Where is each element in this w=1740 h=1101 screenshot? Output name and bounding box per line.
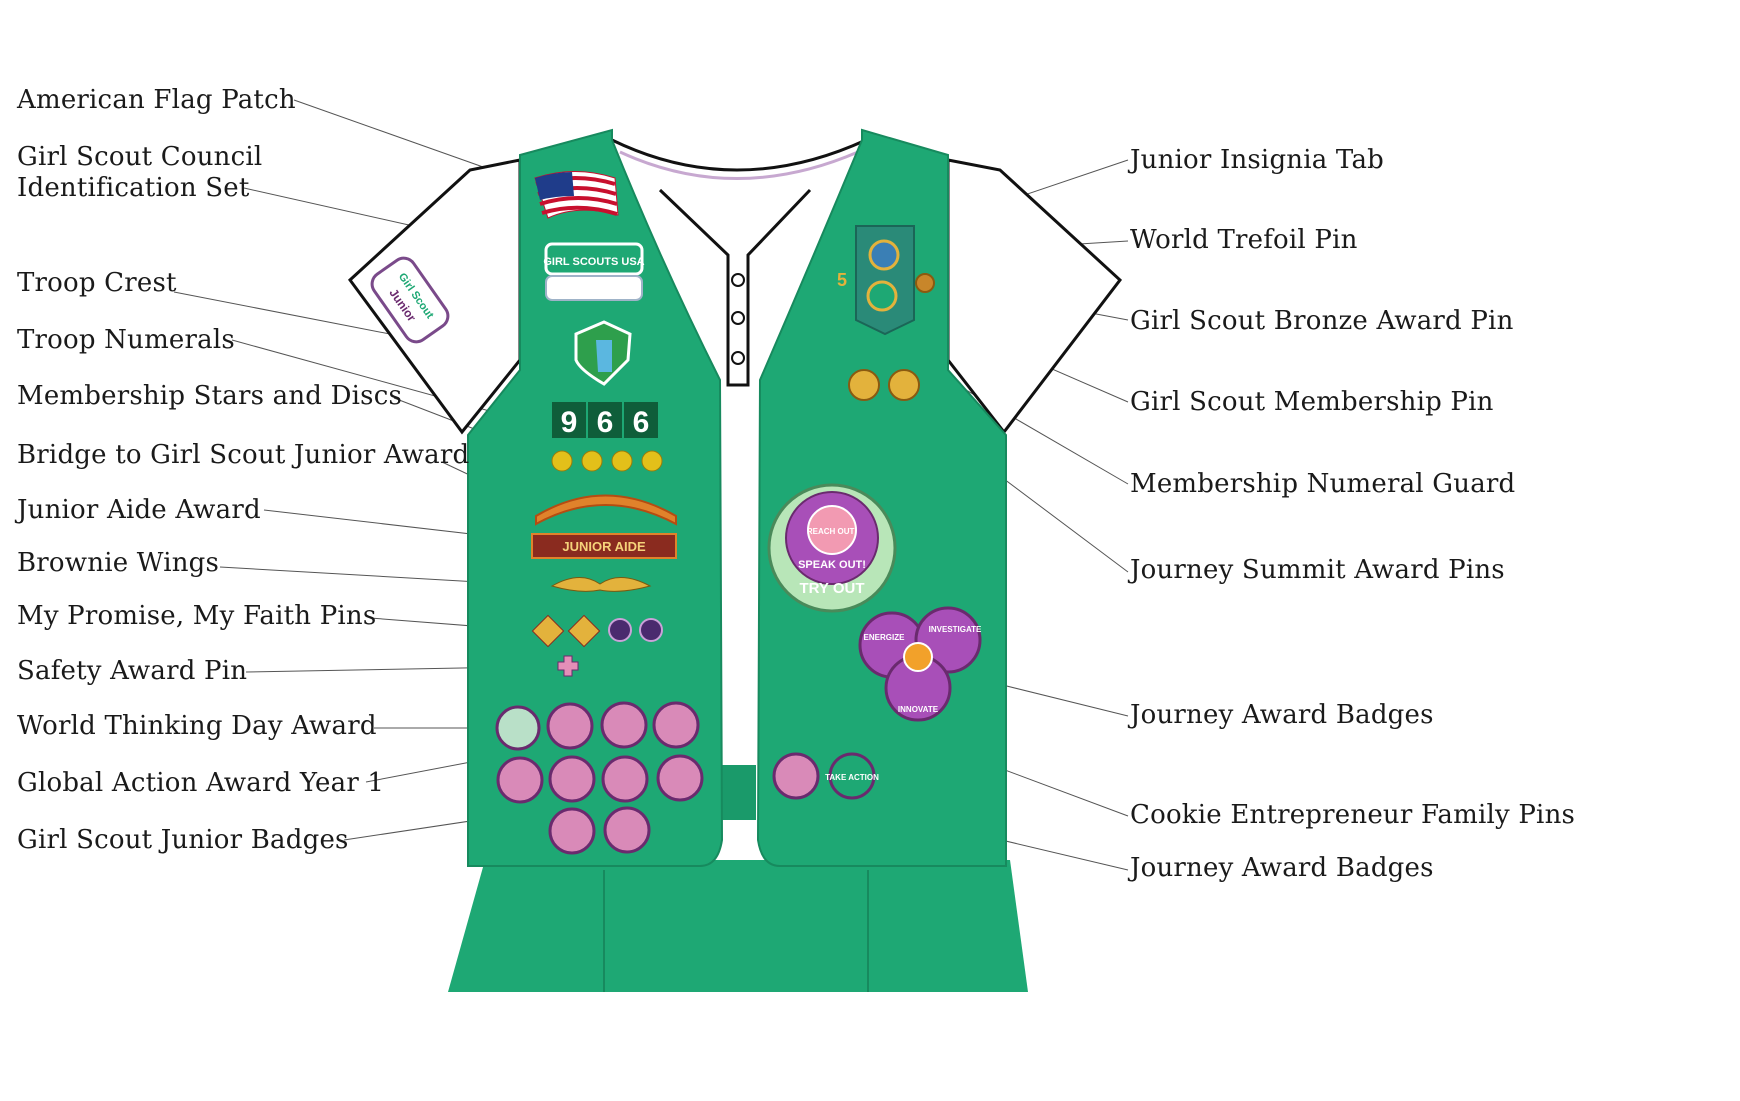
- label-my-promise-my-faith: My Promise, My Faith Pins: [17, 601, 376, 631]
- label-cookie-entrepreneur-pins: Cookie Entrepreneur Family Pins: [1130, 800, 1575, 830]
- troop-numeral-1: 9: [561, 406, 578, 439]
- journey-word-3: INNOVATE: [898, 705, 939, 714]
- bronze-award-pin: [916, 274, 934, 292]
- junior-badge: [605, 808, 649, 852]
- label-world-trefoil-pin: World Trefoil Pin: [1130, 225, 1358, 255]
- junior-aide-award: JUNIOR AIDE: [532, 534, 676, 558]
- label-junior-insignia-tab: Junior Insignia Tab: [1130, 145, 1384, 175]
- label-troop-crest: Troop Crest: [17, 268, 177, 298]
- label-membership-stars: Membership Stars and Discs: [17, 381, 402, 411]
- label-brownie-wings: Brownie Wings: [17, 548, 219, 578]
- label-bridge-award: Bridge to Girl Scout Junior Award: [17, 440, 469, 470]
- junior-badge: [602, 703, 646, 747]
- label-journey-award-badges-2: Journey Award Badges: [1130, 853, 1434, 883]
- troop-numeral-2: 6: [597, 406, 614, 439]
- shorts-waistband: [720, 765, 756, 820]
- label-bronze-award-pin: Girl Scout Bronze Award Pin: [1130, 306, 1514, 336]
- junior-badge: [550, 809, 594, 853]
- shorts: [448, 860, 1028, 992]
- shirt-button-1: [732, 274, 744, 286]
- junior-badge: [498, 758, 542, 802]
- troop-numeral-3: 6: [633, 406, 650, 439]
- junior-badge: [654, 703, 698, 747]
- label-junior-aide-award: Junior Aide Award: [17, 495, 261, 525]
- label-council-id-line2: Identification Set: [17, 173, 249, 203]
- label-numeral-guard: Membership Numeral Guard: [1130, 469, 1515, 499]
- right-sleeve: [948, 160, 1120, 432]
- council-id-set: GIRL SCOUTS USA: [543, 244, 644, 300]
- label-membership-pin: Girl Scout Membership Pin: [1130, 387, 1494, 417]
- journey-summit-pin-1: [849, 370, 879, 400]
- summit-outer-text: TRY OUT: [799, 580, 864, 597]
- label-troop-numerals: Troop Numerals: [17, 325, 235, 355]
- label-world-thinking-day: World Thinking Day Award: [17, 711, 377, 741]
- junior-badge: [550, 757, 594, 801]
- label-junior-badges: Girl Scout Junior Badges: [17, 825, 349, 855]
- troop-numerals: 9 6 6: [552, 402, 658, 439]
- take-action-text: TAKE ACTION: [825, 773, 879, 782]
- summit-mid-text: SPEAK OUT!: [798, 559, 866, 571]
- label-global-action-award: Global Action Award Year 1: [17, 768, 384, 798]
- junior-badge: [603, 757, 647, 801]
- id-set-text: GIRL SCOUTS USA: [543, 256, 644, 268]
- global-action-badge: [548, 704, 592, 748]
- label-journey-summit-pins: Journey Summit Award Pins: [1130, 555, 1505, 585]
- summit-award-badge: TRY OUT SPEAK OUT! REACH OUT!: [769, 485, 895, 611]
- label-american-flag-patch: American Flag Patch: [17, 85, 296, 115]
- membership-numeral-guard: 5: [837, 270, 847, 290]
- vest-diagram: Girl Scout Junior GIRL SCOUTS USA: [0, 0, 1568, 992]
- label-safety-award-pin: Safety Award Pin: [17, 656, 247, 686]
- junior-aide-text: JUNIOR AIDE: [562, 539, 646, 554]
- shirt-button-3: [732, 352, 744, 364]
- shirt-button-2: [732, 312, 744, 324]
- journey-word-2: INVESTIGATE: [929, 625, 982, 634]
- journey-summit-pin-2: [889, 370, 919, 400]
- junior-badge: [658, 756, 702, 800]
- world-trefoil-pin: [870, 241, 898, 269]
- membership-pin: [868, 282, 896, 310]
- journey-badge-small: [774, 754, 818, 798]
- summit-inner-text: REACH OUT!: [807, 527, 857, 536]
- label-journey-award-badges-1: Journey Award Badges: [1130, 700, 1434, 730]
- label-council-id-line1: Girl Scout Council: [17, 142, 262, 172]
- journey-word-1: ENERGIZE: [864, 633, 906, 642]
- world-thinking-day-badge: [497, 707, 539, 749]
